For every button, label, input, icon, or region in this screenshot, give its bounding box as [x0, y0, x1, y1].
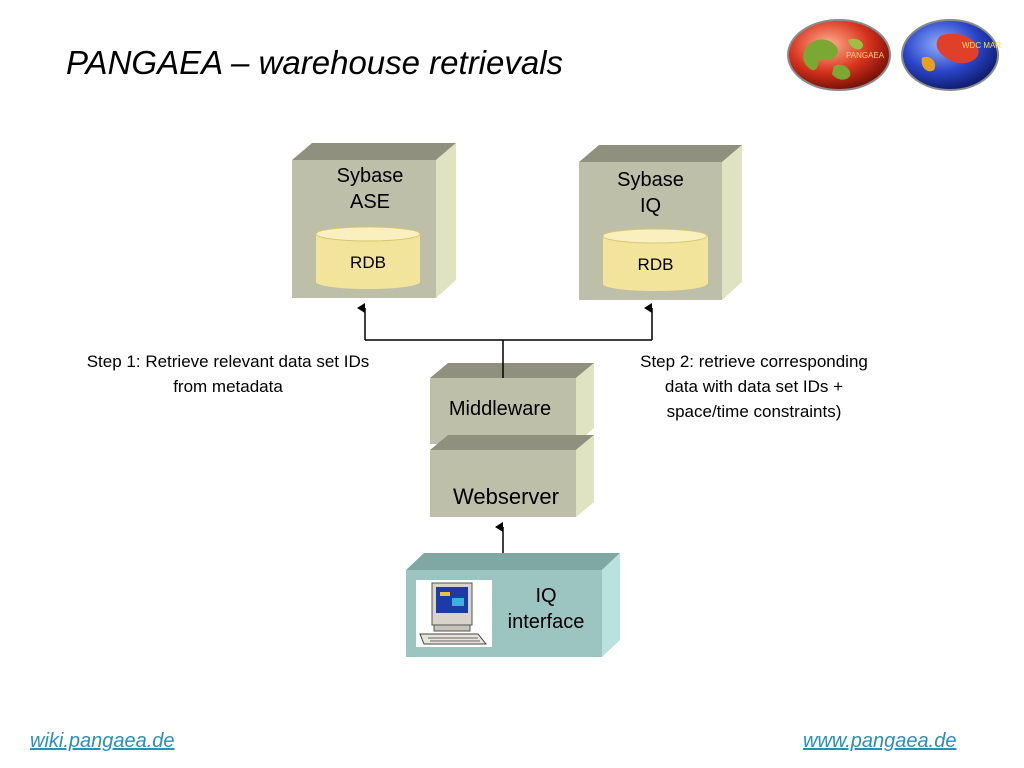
rdb-cylinder-iq [602, 228, 708, 291]
rdb-label-ase: RDB [350, 253, 386, 272]
sybase-ase-label: Sybase ASE [336, 165, 404, 213]
wdc-mare-logo: WDC MARE [900, 18, 1006, 97]
wdc-mare-globe-logo-icon: WDC MARE [901, 19, 1006, 91]
pangaea-globe-logo-icon: PANGAEA [787, 19, 891, 91]
rdb-label-iq: RDB [637, 255, 674, 274]
wiki-pangaea-link[interactable]: wiki.pangaea.de [30, 730, 175, 752]
computer-icon [416, 580, 492, 647]
pangaea-logo-text: PANGAEA [846, 51, 885, 60]
middleware-label: Middleware [448, 398, 552, 420]
step2-annotation: Step 2: retrieve corresponding data with… [640, 352, 868, 421]
connector-lines [357, 303, 653, 553]
wdc-mare-logo-text: WDC MARE [962, 41, 1002, 50]
sybase-ase-box [292, 143, 456, 298]
step1-annotation: Step 1: Retrieve relevant data set IDs f… [86, 352, 370, 396]
sybase-iq-label: Sybase IQ [617, 169, 684, 217]
slide-title: PANGAEA – warehouse retrievals [66, 44, 564, 81]
webserver-label: Webserver [453, 484, 559, 509]
webserver-box [430, 435, 594, 517]
www-pangaea-link[interactable]: www.pangaea.de [803, 730, 957, 752]
iq-interface-label: IQ interface [507, 585, 585, 633]
pangaea-logo: PANGAEA [786, 18, 892, 97]
middleware-box [430, 363, 594, 444]
rdb-cylinder-ase [315, 226, 421, 289]
sybase-iq-box [579, 145, 742, 300]
